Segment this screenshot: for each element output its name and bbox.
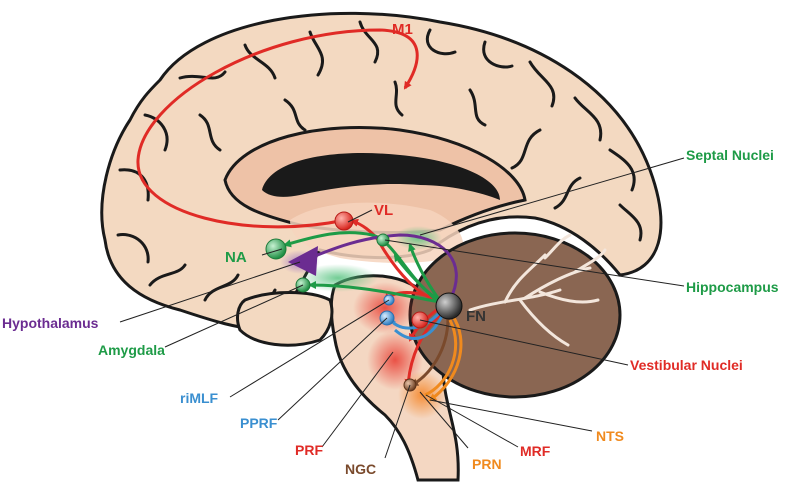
fn-nucleus	[435, 292, 463, 320]
vl-label: VL	[374, 202, 393, 219]
cerebellum-arbor	[468, 233, 607, 347]
m1-label: M1	[392, 21, 413, 38]
hypothalamus-label: Hypothalamus	[2, 315, 99, 331]
vestibular-nuclei-label: Vestibular Nuclei	[630, 357, 743, 373]
mrf-label: MRF	[520, 443, 551, 459]
pprf-label: PPRF	[240, 415, 278, 431]
septal-nuclei-label: Septal Nuclei	[686, 147, 774, 163]
prf-label: PRF	[295, 442, 323, 458]
na-nucleus	[265, 238, 287, 260]
pathway-green-amygdala	[308, 281, 441, 304]
rimlf-label: riMLF	[180, 390, 219, 406]
pathway-green-septal	[393, 253, 438, 302]
hippocampus-nucleus	[376, 233, 390, 247]
fn-label: FN	[466, 308, 486, 325]
pathway-orange-prn	[424, 319, 458, 397]
ngc-label: NGC	[345, 461, 376, 477]
pathway-green-hippocampus	[408, 243, 440, 299]
hypothalamus-wedge	[288, 246, 318, 276]
leader-lines	[119, 157, 685, 459]
pathway-m1-loop	[136, 28, 419, 229]
pathway-orange-nts	[428, 314, 463, 402]
pathway-purple-hypothalamus	[308, 233, 458, 301]
prn-label: PRN	[472, 456, 502, 472]
pathway-blue-pprf	[394, 315, 444, 340]
corpus-callosum	[262, 153, 500, 200]
amygdala-label: Amygdala	[98, 342, 165, 358]
nts-label: NTS	[596, 428, 624, 444]
vl-nucleus	[334, 211, 354, 231]
na-label: NA	[225, 249, 247, 266]
pathway-brown-ngc	[410, 317, 450, 387]
pathway-fn-red-lower	[404, 308, 447, 387]
hippocampus-label: Hippocampus	[686, 279, 779, 295]
temporal-lobe	[236, 291, 334, 347]
